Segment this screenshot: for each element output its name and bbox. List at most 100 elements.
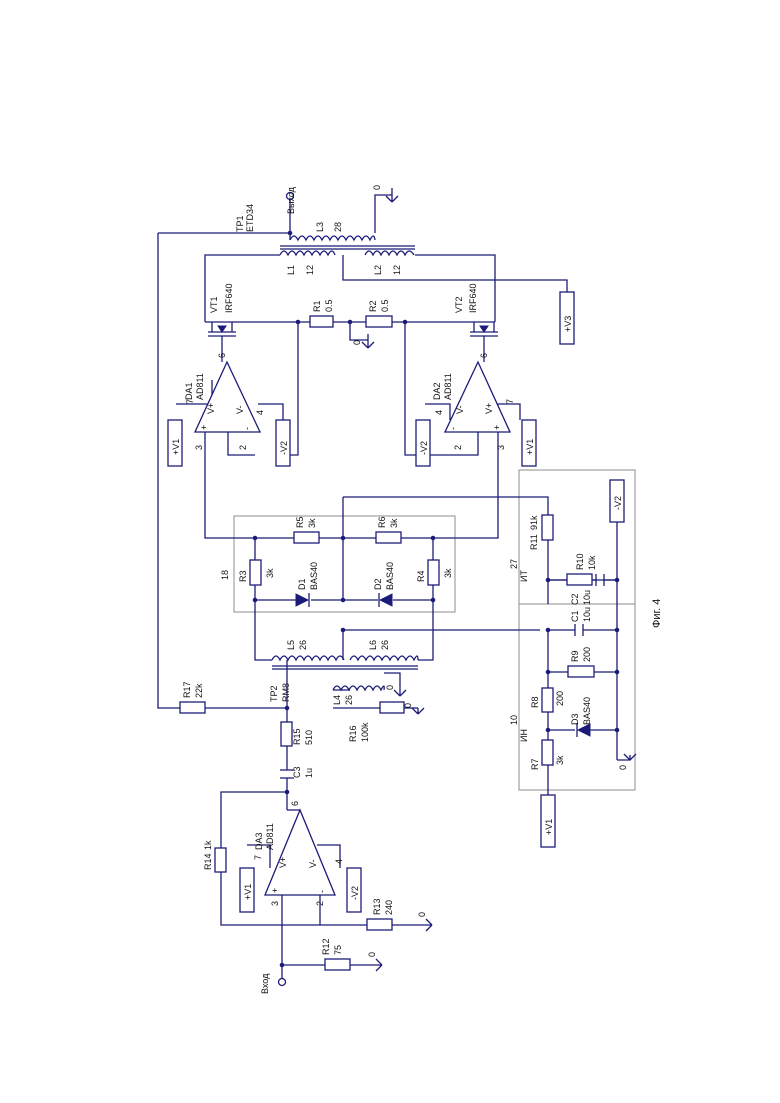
svg-text:10u: 10u — [582, 590, 592, 605]
block-in-label: ИН — [519, 729, 529, 742]
svg-text:R7: R7 — [530, 758, 540, 770]
svg-text:BAS40: BAS40 — [309, 562, 319, 590]
resistor-r14 — [215, 848, 226, 872]
svg-text:-V2: -V2 — [613, 496, 623, 510]
ground-symbol — [420, 919, 432, 931]
resistor-r1 — [310, 316, 333, 327]
inductor-l4 — [333, 686, 384, 690]
l3-value: 28 — [333, 222, 343, 232]
svg-text:L4: L4 — [332, 695, 342, 705]
ground-symbol — [412, 708, 424, 714]
svg-text:0: 0 — [385, 685, 395, 690]
svg-text:3: 3 — [194, 445, 204, 450]
svg-text:3: 3 — [270, 901, 280, 906]
ground-symbol — [394, 690, 406, 696]
resistor-r9 — [568, 666, 594, 677]
r2-label: R2 — [368, 300, 378, 312]
svg-text:D2: D2 — [373, 578, 383, 590]
svg-text:L6: L6 — [368, 640, 378, 650]
svg-text:7: 7 — [253, 855, 263, 860]
svg-text:3k: 3k — [265, 568, 275, 578]
svg-text:R9: R9 — [570, 650, 580, 662]
svg-text:V-: V- — [455, 405, 465, 414]
inductor-l2 — [365, 251, 414, 255]
transistor-vt1 — [208, 322, 236, 342]
l3-label: L3 — [315, 222, 325, 232]
svg-text:R15: R15 — [292, 728, 302, 745]
svg-text:3k: 3k — [443, 568, 453, 578]
svg-text:91k: 91k — [529, 515, 539, 530]
inductor-l6 — [350, 656, 418, 660]
svg-text:75: 75 — [333, 945, 343, 955]
svg-text:10k: 10k — [587, 555, 597, 570]
svg-text:+: + — [492, 425, 502, 430]
svg-text:R16: R16 — [348, 725, 358, 742]
svg-text:3k: 3k — [307, 518, 317, 528]
svg-text:-: - — [242, 427, 252, 430]
da2-label: DA2 — [432, 382, 442, 400]
block-it-label: ИТ — [519, 570, 529, 582]
vt2-label: VT2 — [454, 296, 464, 313]
svg-text:R12: R12 — [321, 938, 331, 955]
svg-text:200: 200 — [555, 691, 565, 706]
svg-text:6: 6 — [479, 353, 489, 358]
svg-text:R4: R4 — [416, 570, 426, 582]
ground-label: 0 — [352, 340, 362, 345]
da3-type: AD811 — [265, 823, 275, 850]
svg-text:0: 0 — [367, 952, 377, 957]
svg-text:3k: 3k — [389, 518, 399, 528]
resistor-r3 — [250, 560, 261, 585]
svg-text:2: 2 — [453, 445, 463, 450]
svg-text:-: - — [448, 427, 458, 430]
resistor-r6 — [376, 532, 401, 543]
svg-text:6: 6 — [217, 353, 227, 358]
block-10-label: 10 — [509, 715, 519, 725]
da1-label: DA1 — [184, 382, 194, 400]
resistor-r12 — [325, 959, 350, 970]
svg-text:C1: C1 — [570, 610, 580, 622]
svg-text:L5: L5 — [286, 640, 296, 650]
svg-text:D3: D3 — [570, 713, 580, 725]
resistor-r10 — [567, 574, 592, 585]
svg-text:R10: R10 — [575, 553, 585, 570]
svg-text:R14: R14 — [203, 853, 213, 870]
svg-text:+: + — [199, 425, 209, 430]
supply-plus-v3-label: +V3 — [563, 316, 573, 332]
resistor-r15 — [281, 722, 292, 746]
svg-text:C2: C2 — [570, 593, 580, 605]
svg-text:C3: C3 — [292, 766, 302, 778]
resistor-r4 — [428, 560, 439, 585]
svg-text:V+: V+ — [278, 857, 288, 868]
tp2-label: TP2 — [269, 685, 279, 702]
resistor-r5 — [294, 532, 319, 543]
svg-text:V+: V+ — [206, 403, 216, 414]
resistor-r11 — [542, 515, 553, 540]
transformer-tp1 — [280, 236, 415, 255]
svg-text:240: 240 — [384, 900, 394, 915]
inductor-l1 — [280, 251, 335, 255]
transistor-vt2 — [470, 322, 498, 342]
svg-text:26: 26 — [298, 640, 308, 650]
svg-text:7: 7 — [505, 399, 515, 404]
svg-text:10u: 10u — [582, 607, 592, 622]
l1-value: 12 — [305, 265, 315, 275]
resistor-r8 — [542, 688, 553, 712]
ground-symbol — [617, 754, 636, 760]
block-18-frame — [234, 516, 455, 612]
opamp-da2 — [445, 362, 510, 432]
tp1-label: TP1 — [235, 215, 245, 232]
svg-text:3k: 3k — [555, 755, 565, 765]
svg-text:+V1: +V1 — [243, 884, 253, 900]
svg-text:V+: V+ — [484, 403, 494, 414]
resistor-r13 — [367, 919, 392, 930]
block-18-label: 18 — [220, 570, 230, 580]
svg-text:+V1: +V1 — [544, 819, 554, 835]
ground-symbol — [370, 959, 382, 971]
resistor-r16 — [380, 702, 404, 713]
svg-text:BAS40: BAS40 — [582, 697, 592, 725]
block-27-label: 27 — [509, 559, 519, 569]
svg-text:R17: R17 — [182, 681, 192, 698]
tp1-type-label: ETD34 — [245, 204, 255, 232]
svg-text:-V2: -V2 — [350, 886, 360, 900]
l1-label: L1 — [286, 265, 296, 275]
